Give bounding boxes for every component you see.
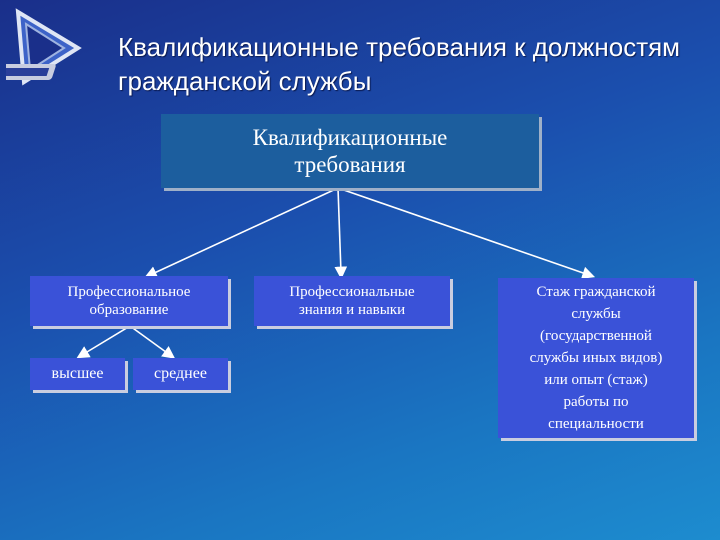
skills-box: Профессиональные знания и навыки [254, 276, 450, 326]
skills-line-2: знания и навыки [298, 302, 406, 318]
logo-icon [6, 8, 82, 86]
experience-line-6: работы по [563, 394, 629, 410]
experience-line-5: или опыт (стаж) [544, 372, 648, 388]
connector-to-education [144, 187, 339, 279]
experience-line-2: службы [571, 306, 621, 322]
education-box: Профессиональное образование [30, 276, 228, 326]
connector-to-experience [337, 187, 596, 279]
experience-line-1: Стаж гражданской [536, 284, 656, 300]
root-box: Квалификационные требования [161, 114, 539, 188]
experience-line-4: службы иных видов) [529, 350, 663, 366]
secondary-education-box: среднее [133, 358, 228, 390]
connector-to-secondary [129, 325, 176, 359]
root-line-2: требования [294, 152, 406, 177]
experience-line-3: (государственной [540, 328, 652, 344]
higher-education-box: высшее [30, 358, 125, 390]
higher-education-label: высшее [51, 365, 104, 382]
skills-line-1: Профессиональные [289, 284, 415, 300]
education-line-2: образование [89, 302, 169, 318]
secondary-education-label: среднее [154, 365, 207, 382]
root-line-1: Квалификационные [252, 125, 448, 150]
education-line-1: Профессиональное [67, 284, 191, 300]
experience-line-7: специальности [548, 416, 644, 432]
connector-to-skills [334, 187, 348, 280]
connector-to-higher [76, 325, 131, 359]
experience-box: Стаж гражданской службы (государственной… [498, 278, 694, 438]
slide-title: Квалификационные требования к должностям… [118, 32, 681, 96]
